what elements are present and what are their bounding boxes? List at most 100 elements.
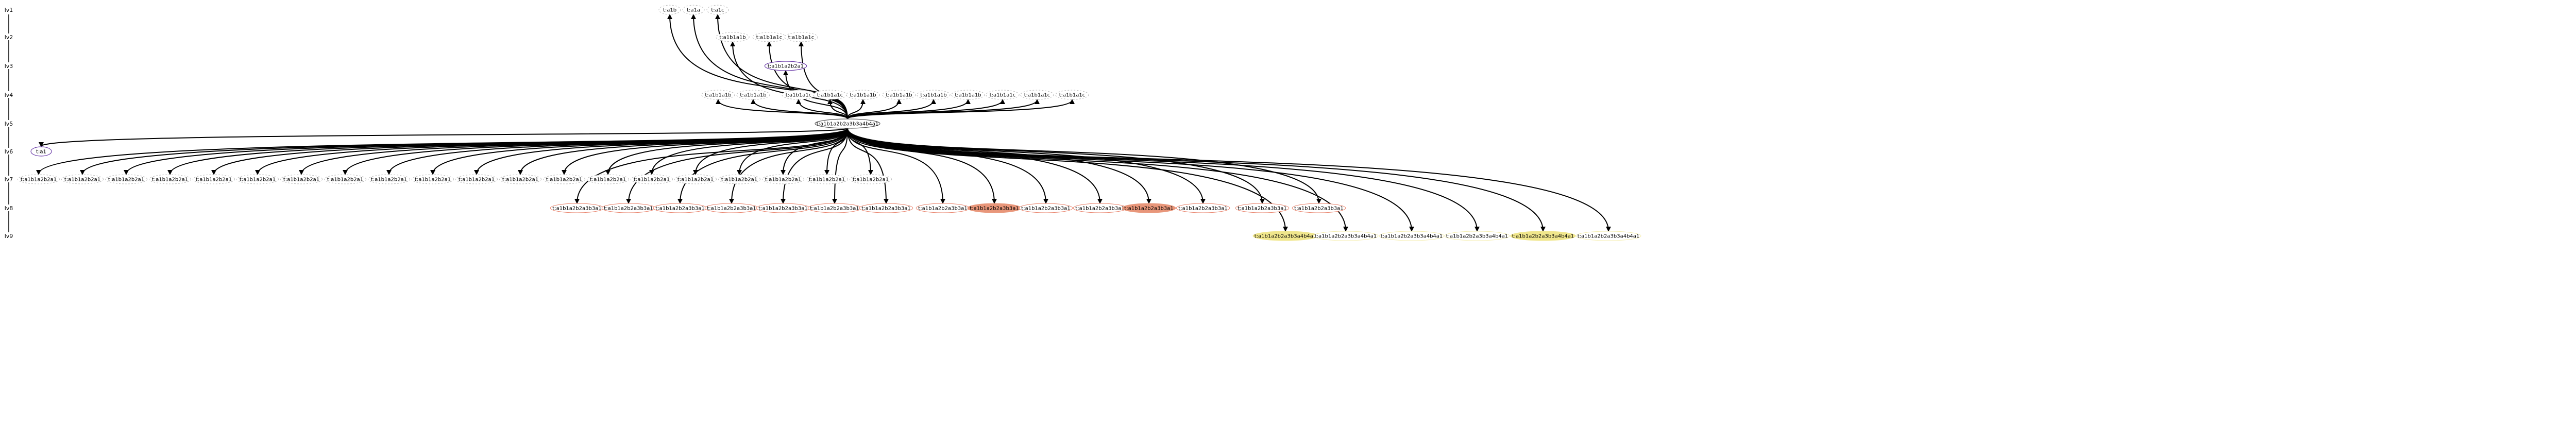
node-label: t:a1b [663,8,676,13]
node-shape [701,90,735,100]
graph-edge [847,128,1348,232]
graph-node: t:a1b1a2b2a1 [455,174,498,184]
graph-edge [847,99,1075,119]
node-shape [1510,231,1576,241]
graph-edge [649,128,848,175]
node-label: t:a1b1a2b2a3b3a1 [655,206,704,212]
level-label: lv8 [5,205,13,212]
node-label: t:a1b1a2b2a3b3a4b4a1 [1578,234,1640,240]
graph-node: t:a1b1a1c [782,90,816,100]
node-shape [455,174,498,184]
node-shape [764,61,807,71]
node-shape [736,90,770,100]
graph-edge [751,99,848,119]
node-shape [148,174,192,184]
node-label: t:a1b1a1b [886,93,912,98]
node-label: t:a1b1a2b2a1 [546,177,582,183]
node-shape [658,5,681,15]
node-label: t:a1b1a2b2a1 [677,177,714,183]
node-label: t:a1b1a2b2a1 [240,177,276,183]
graph-edge [847,128,1546,232]
node-label: t:a1b1a1b [719,35,745,41]
node-shape [236,174,279,184]
graph-edge [827,99,848,119]
node-label: t:a1 [36,149,46,155]
graph-node: t:a1 [30,146,52,157]
graph-edge [847,128,1321,204]
node-label: t:a1b1a2b2a1 [853,177,889,183]
node-shape [986,90,1020,100]
node-label: t:a1b1a2b2a3b3a4b4a1 [1381,234,1443,240]
graph-node: t:a1b1a2b2a1 [586,174,630,184]
node-shape [784,32,818,42]
node-shape [17,174,60,184]
node-label: t:a1b1a1c [756,35,782,41]
graph-node: t:a1b1a2b2a3b3a4b4a1 [1575,231,1641,241]
node-label: t:a1a [687,8,700,13]
node-shape [543,174,586,184]
node-shape [1313,231,1379,241]
graph-edge [847,128,945,204]
graph-edge [847,99,866,119]
node-shape [1019,203,1073,213]
level-label-bg [3,62,15,69]
node-label: t:a1b1a1c [1024,93,1050,98]
graph-edge [799,41,848,119]
graph-node: t:a1b1a2b2a3b3a1 [1122,203,1176,213]
node-label: t:a1b1a2b2a1 [327,177,363,183]
node-shape [1575,231,1641,241]
node-shape [1176,203,1230,213]
node-shape [849,174,892,184]
node-label: t:a1b1a2b2a1 [21,177,57,183]
node-shape [674,174,717,184]
graph-edge [847,128,1414,232]
node-label: t:a1b1a1c [817,93,843,98]
graph-node: t:a1b1a2b2a3b3a4b4a1 [1379,231,1445,241]
graph-node: t:a1b1a2b2a1 [630,174,673,184]
node-label: t:a1b1a2b2a1 [590,177,626,183]
node-label: t:a1b1a2b2a3b3a4b4a1 [1446,234,1509,240]
node-shape [917,90,951,100]
node-shape [1122,203,1176,213]
node-shape [30,146,52,157]
node-label: t:a1b1a2b2a1 [502,177,538,183]
graph-node: t:a1b1a2b2a3b3a1 [704,203,759,213]
graph-edge [847,128,1048,204]
node-shape [1292,203,1346,213]
node-label: t:a1b1a2b2a1 [196,177,232,183]
node-label: t:a1b1a2b2a1 [371,177,407,183]
graph-node: t:a1b1a2b2a1 [324,174,367,184]
graph-node: t:a1b1a2b2a3b3a1 [1073,203,1127,213]
graph-edge [847,99,971,119]
graph-node: t:a1b1a2b2a3b3a1 [807,203,862,213]
node-shape [586,174,630,184]
node-shape [367,174,411,184]
graph-node: t:a1b1a2b2a3b3a1 [601,203,656,213]
graph-node: t:a1b1a2b2a1 [718,174,761,184]
graph-node: t:a1a [682,5,705,15]
node-label: t:a1b1a2b2a3b3a1 [1178,206,1227,212]
node-shape [105,174,148,184]
graph-node: t:a1b1a2b2a3b3a1 [1235,203,1290,213]
node-shape [706,5,729,15]
node-label: t:a1b1a2b2a1 [768,64,804,70]
graph-node: t:a1b1a1b [882,90,916,100]
node-label: t:a1b1a2b2a3b3a1 [758,206,807,212]
node-shape [411,174,454,184]
level-label: lv5 [5,121,13,127]
graph-edge [796,99,848,119]
graph-node: t:a1b1a2b2a1 [236,174,279,184]
node-shape [280,174,323,184]
level-label-bg [3,176,15,182]
graph-node: t:a1b1a1c [784,32,818,42]
graph-node: t:a1b1a2b2a1 [411,174,454,184]
graph-node: t:a1b1a2b2a3b3a1 [756,203,810,213]
node-shape [718,174,761,184]
node-shape [859,203,913,213]
graph-edge [847,128,1265,204]
graph-node: t:a1b1a2b2a3b3a4b4a1 [1252,231,1318,241]
node-shape [1379,231,1445,241]
graph-edge [39,128,848,147]
level-label: lv7 [5,176,13,183]
